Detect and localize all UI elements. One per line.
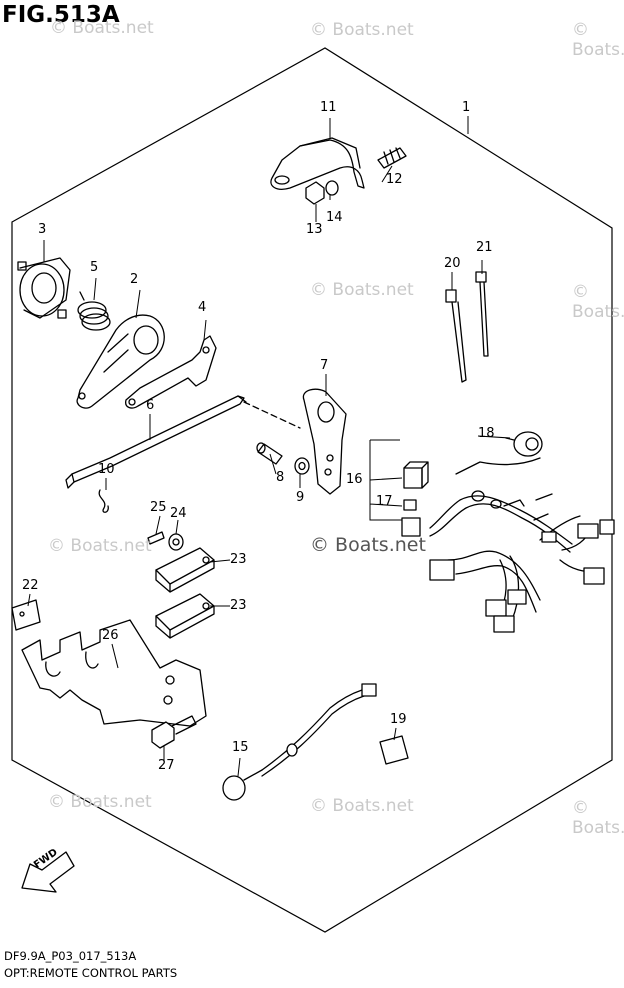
callout-27: 27: [158, 758, 175, 773]
callout-26: 26: [102, 628, 119, 643]
part-8-pin[interactable]: [256, 442, 283, 465]
callout-20: 20: [444, 256, 461, 271]
watermark-text: © Boats.net: [48, 536, 152, 556]
callout-17: 17: [376, 494, 393, 509]
part-3-housing[interactable]: [17, 257, 71, 319]
callout-12: 12: [386, 172, 403, 187]
part-16-relay[interactable]: [403, 461, 429, 489]
part-12-bolt[interactable]: [377, 147, 407, 169]
watermark-text: © Boats.net: [572, 282, 624, 322]
callout-11: 11: [320, 100, 337, 115]
part-14-washer[interactable]: [325, 180, 339, 196]
assembly-frame: [11, 47, 613, 933]
part-9-washer[interactable]: [294, 457, 310, 475]
callout-4: 4: [198, 300, 207, 315]
part-5-spring[interactable]: [77, 291, 111, 331]
part-7-arm[interactable]: [302, 388, 347, 495]
callout-13: 13: [306, 222, 323, 237]
callout-21: 21: [476, 240, 493, 255]
part-4-link-plate[interactable]: [125, 335, 217, 409]
part-21-cable-tie[interactable]: [475, 271, 489, 357]
watermark-text: © Boats.net: [48, 792, 152, 812]
figure-description: OPT:REMOTE CONTROL PARTS: [4, 966, 178, 980]
part-26-plate[interactable]: [21, 619, 207, 727]
part-24-washer[interactable]: [168, 533, 184, 551]
watermark-center: © Boats.net: [310, 534, 426, 556]
figure-code: DF9.9A_P03_017_513A: [4, 949, 137, 963]
part-15-cable[interactable]: [222, 683, 377, 801]
callout-15: 15: [232, 740, 249, 755]
figure-title: FIG.513A: [2, 2, 120, 28]
part-22-pad[interactable]: [11, 599, 41, 631]
callout-16: 16: [346, 472, 363, 487]
watermark-text: © Boats.net: [310, 796, 414, 816]
watermark-text: © Boats.net: [572, 798, 624, 838]
watermark-text: © Boats.net: [50, 18, 154, 38]
callout-3: 3: [38, 222, 47, 237]
watermark-text: © Boats.net: [310, 280, 414, 300]
callout-14: 14: [326, 210, 343, 225]
callout-19: 19: [390, 712, 407, 727]
part-19-pad[interactable]: [379, 735, 409, 765]
watermark-text: © Boats.net: [572, 20, 624, 60]
callout-2: 2: [130, 272, 139, 287]
wiring-harness[interactable]: [429, 490, 615, 633]
callout-5: 5: [90, 260, 99, 275]
callout-25: 25: [150, 500, 167, 515]
part-11-bracket[interactable]: [270, 137, 365, 190]
part-23-block-lower[interactable]: [155, 593, 215, 639]
callout-23: 23: [230, 598, 247, 613]
part-6-rod[interactable]: [65, 395, 301, 489]
callout-7: 7: [320, 358, 329, 373]
part-2-lever[interactable]: [76, 314, 165, 409]
callout-24: 24: [170, 506, 187, 521]
callout-22: 22: [22, 578, 39, 593]
callout-9: 9: [296, 490, 305, 505]
callout-8: 8: [276, 470, 285, 485]
part-13-nut[interactable]: [305, 181, 325, 205]
part-10-clip[interactable]: [98, 489, 109, 513]
part-17-connector[interactable]: [401, 499, 421, 537]
callout-10: 10: [98, 462, 115, 477]
part-25-pin[interactable]: [147, 531, 165, 545]
watermark-text: © Boats.net: [310, 20, 414, 40]
callout-1: 1: [462, 100, 471, 115]
part-18-grommet[interactable]: [455, 431, 543, 475]
callout-23: 23: [230, 552, 247, 567]
callout-18: 18: [478, 426, 495, 441]
part-23-block-upper[interactable]: [155, 547, 215, 593]
part-27-bolt[interactable]: [151, 715, 197, 749]
callout-6: 6: [146, 398, 155, 413]
part-20-cable-tie[interactable]: [445, 289, 467, 383]
fwd-arrow-icon: [21, 851, 75, 893]
